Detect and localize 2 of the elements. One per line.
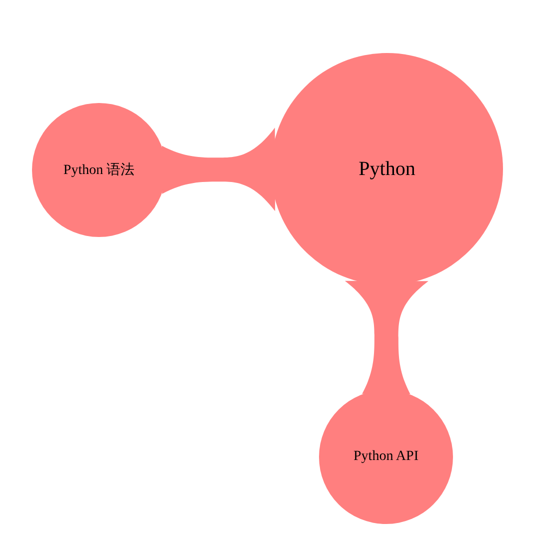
mindmap-connector — [344, 280, 428, 394]
mindmap-connector — [162, 128, 276, 212]
